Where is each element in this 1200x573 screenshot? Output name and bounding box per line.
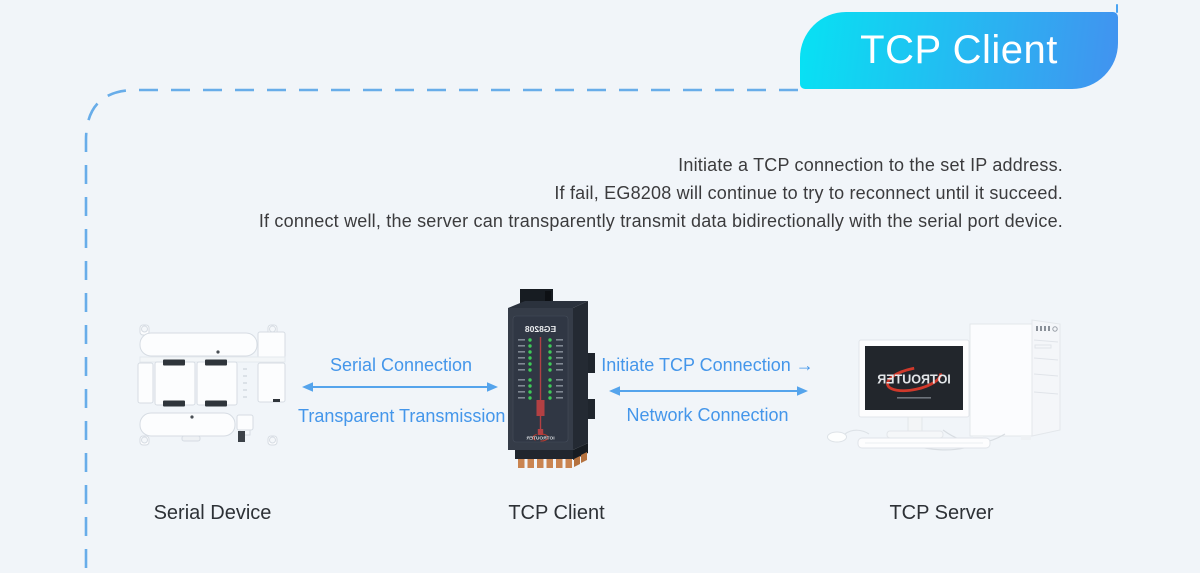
server-screen-brand-text: IOTROUTER [877,373,951,387]
gateway-top-face [508,301,588,308]
tcp-client-gateway-illustration: EG8208 [508,289,595,468]
gateway-terminal-pins [515,443,588,468]
serial-connection-arrow [302,382,498,392]
header-badge-label: TCP Client [860,28,1058,72]
serial-connection-top-label: Serial Connection [329,355,473,375]
gateway-brand-text: IOTROUTER [526,435,555,441]
server-mouse [827,429,870,443]
server-monitor-base [886,430,944,439]
badge-accent-tick-icon [1116,4,1118,13]
gateway-model-text: EG8208 [525,324,556,334]
server-tower [969,319,1061,440]
gateway-red-ruler [536,337,545,435]
plc-door-panel [154,361,196,406]
tcp-server-caption: TCP Server [889,502,994,524]
plc-small-box [236,414,254,431]
server-keyboard [857,437,991,449]
gateway-side-face [573,301,588,450]
tcp-client-caption: TCP Client [508,502,605,524]
description-text: Initiate a TCP connection to the set IP … [259,151,1063,235]
header-badge: TCP Client [800,12,1118,89]
serial-device-caption: Serial Device [153,502,272,524]
description-line-2: If fail, EG8208 will continue to try to … [554,183,1063,203]
plc-door-panel [196,361,238,406]
network-connection-arrow [609,386,808,396]
description-line-1: Initiate a TCP connection to the set IP … [678,155,1063,175]
gateway-brand-logo: IOTROUTER [526,433,555,442]
plc-left-panel [137,362,154,404]
network-connection-bottom-label: Network Connection [626,405,789,425]
network-connection-top-label: Initiate TCP Connection → [601,355,814,375]
plc-mid-right-module [257,362,286,403]
serial-device-illustration [137,324,286,446]
description-line-3: If connect well, the server can transpar… [258,211,1063,231]
plc-top-right-module [257,331,286,359]
server-screen-logo-swoosh [886,365,942,393]
server-monitor-screen [865,346,963,410]
gateway-led-indicators [518,338,563,400]
plc-bottom-terminal-bar [139,412,236,437]
plc-panel-clips [163,359,280,442]
serial-connection-bottom-label: Transparent Transmission [298,406,506,426]
tcp-server-illustration: IOTROUTER [827,319,1061,451]
plc-top-terminal-bar [139,332,258,357]
server-monitor: IOTROUTER [858,339,970,439]
server-monitor-stand [907,416,923,433]
